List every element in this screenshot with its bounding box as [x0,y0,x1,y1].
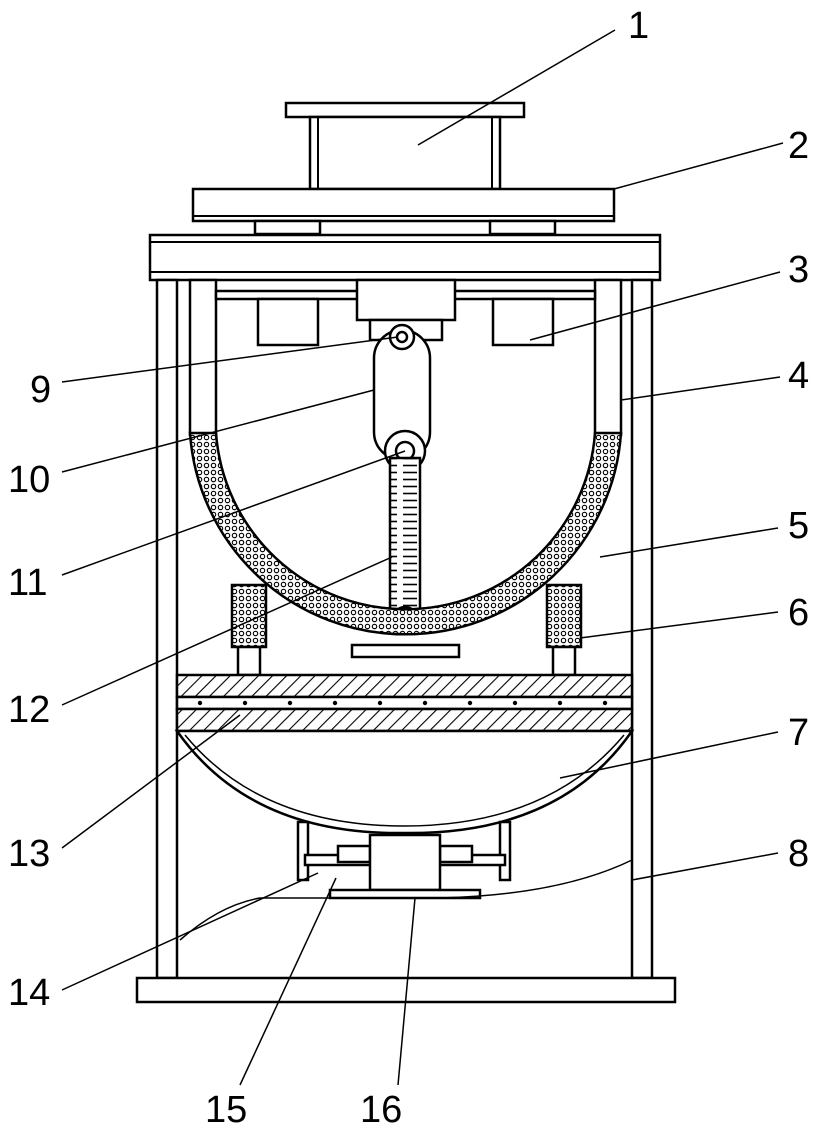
mesh-basket [188,431,623,659]
springs [230,583,583,677]
top-motor [284,101,526,191]
callout-14: 14 [8,972,50,1014]
callout-7: 7 [788,712,809,754]
link-arm [372,323,432,473]
top-frame-beam [148,233,662,282]
callout-11: 11 [8,562,47,604]
support-rods [188,278,623,437]
filter-plates [175,673,634,733]
vibration-boxes [256,297,555,347]
callout-4: 4 [788,355,809,397]
callout-5: 5 [788,505,809,547]
callout-3: 3 [788,249,809,291]
collecting-bowl [174,729,635,835]
callout-16: 16 [360,1089,402,1131]
turntable-plate [191,187,616,236]
callout-8: 8 [788,833,809,875]
callout-2: 2 [788,125,809,167]
callout-1: 1 [628,5,649,47]
callout-10: 10 [8,459,50,501]
callout-13: 13 [8,833,50,875]
bottom-drive [296,820,512,900]
callout-12: 12 [8,689,50,731]
callout-6: 6 [788,592,809,634]
callout-9: 9 [30,369,51,411]
callout-15: 15 [205,1089,247,1131]
connecting-rod [388,456,422,633]
leader-lines [61,29,784,1086]
callout-labels: 1 2 3 4 5 6 7 8 9 10 11 12 13 14 15 16 [8,5,809,1131]
